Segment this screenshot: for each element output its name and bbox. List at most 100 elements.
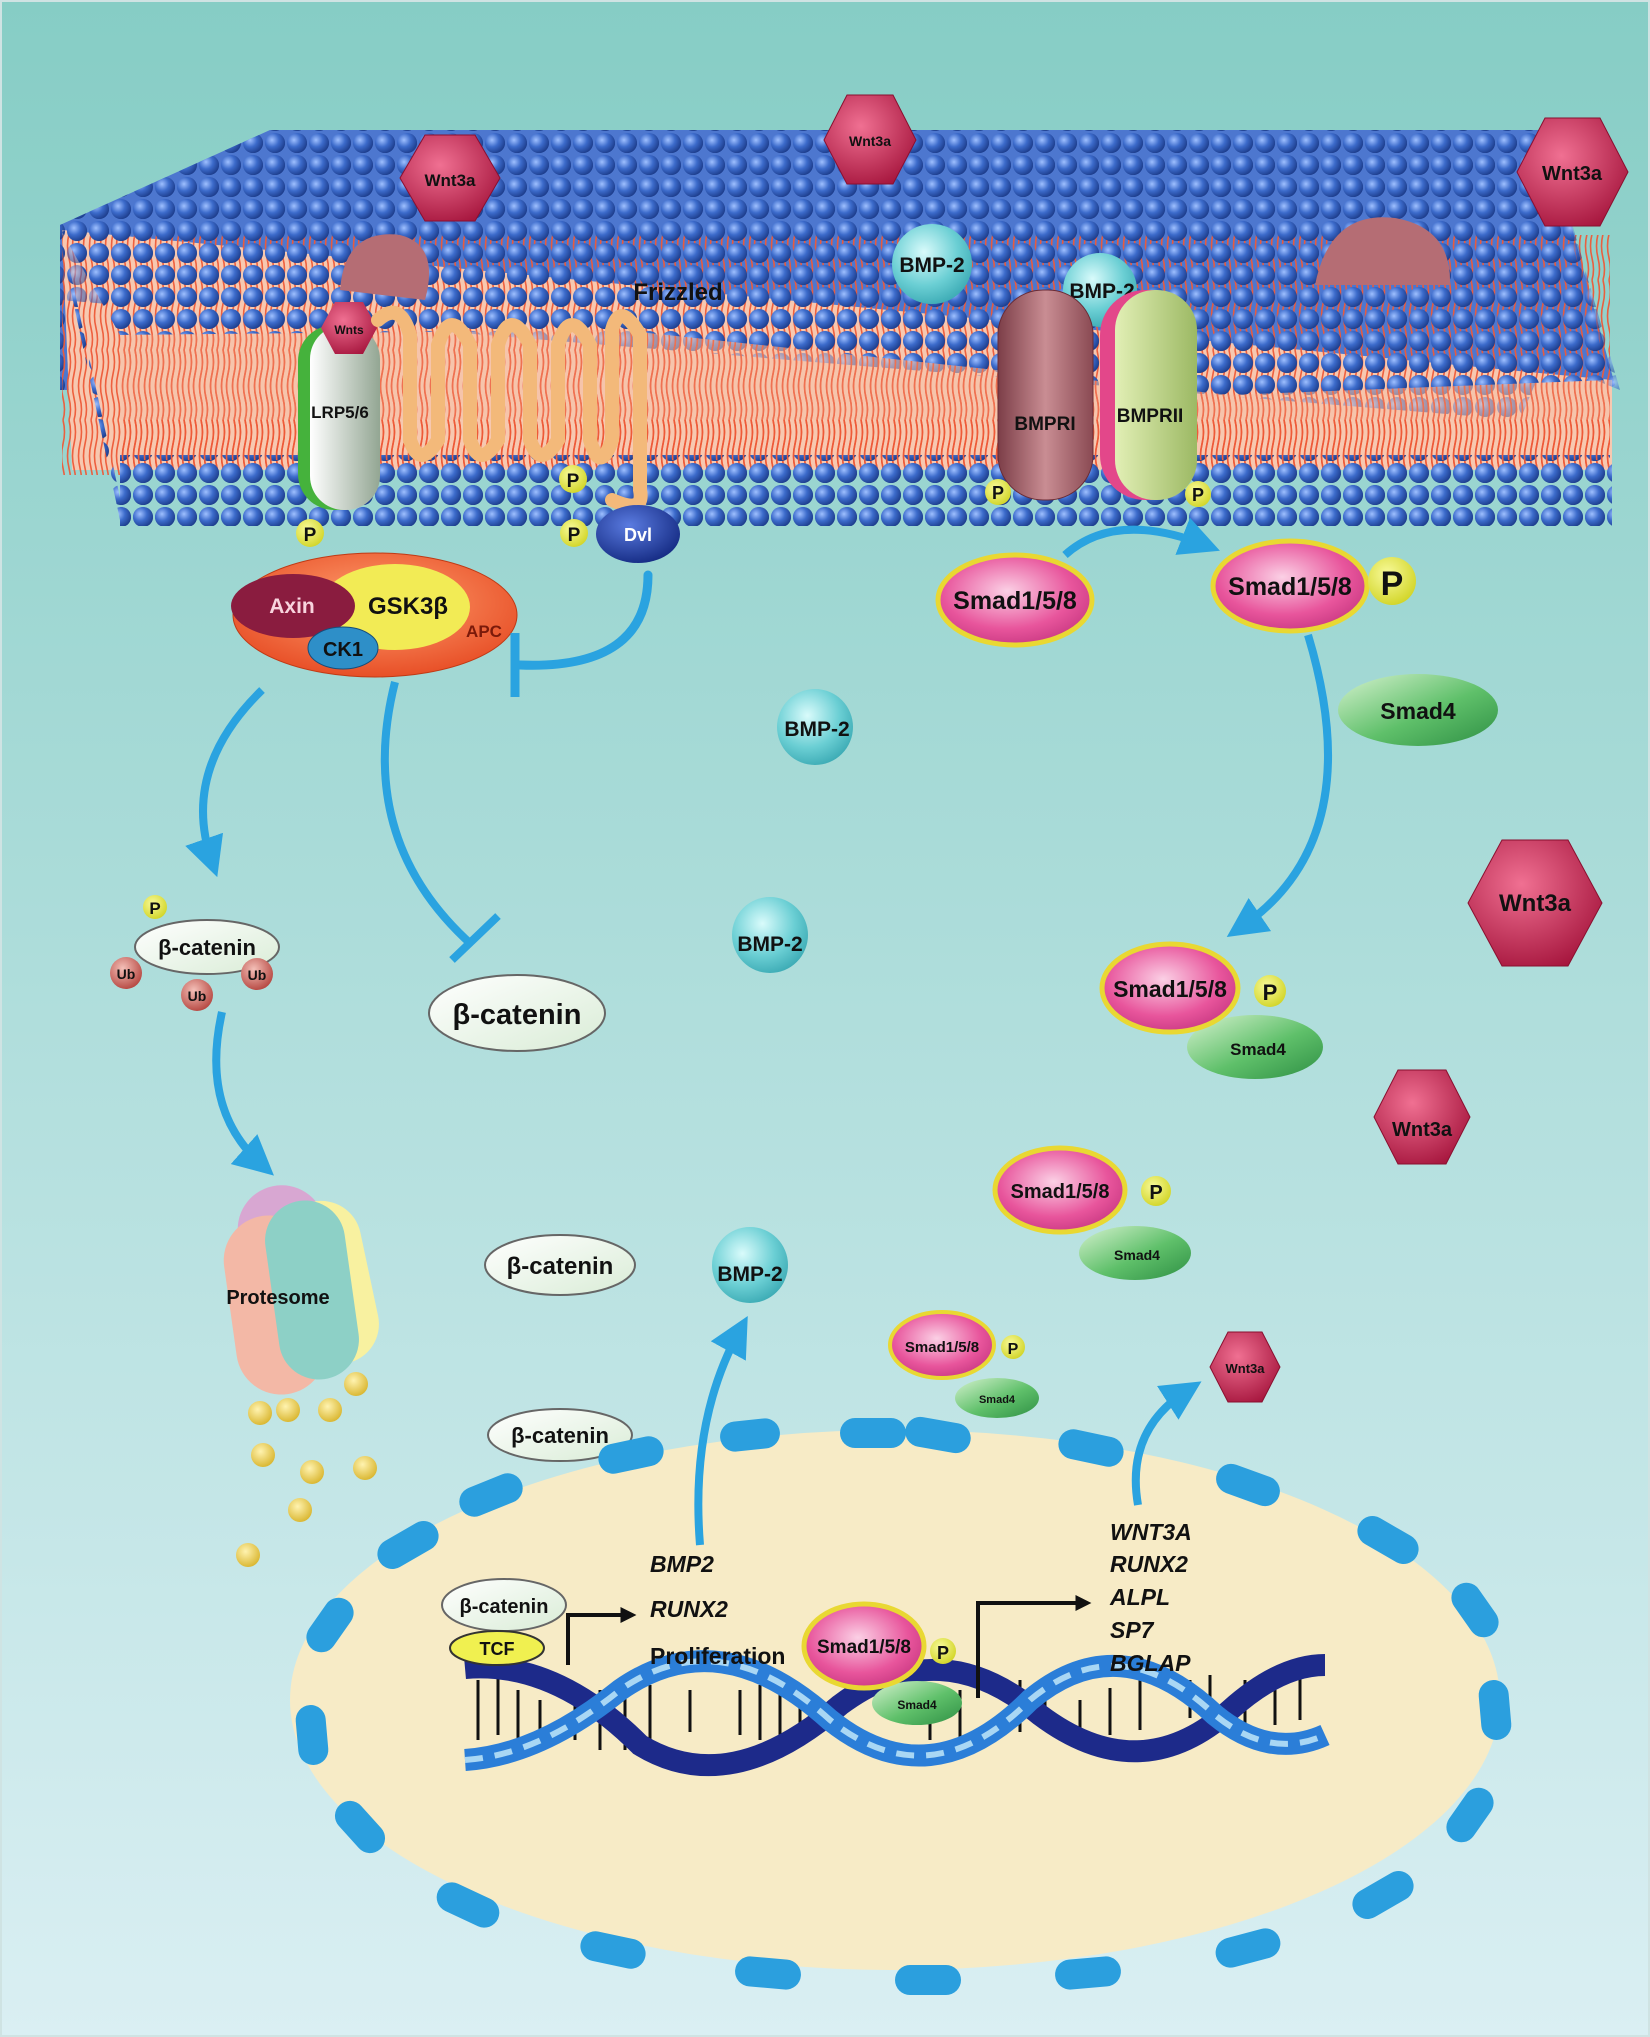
wnt3a-ligand: Wnt3a <box>1373 1069 1471 1165</box>
lrp5-6-receptor: LRP5/6 <box>298 325 380 510</box>
svg-text:BMP-2: BMP-2 <box>784 718 849 741</box>
svg-text:RUNX2: RUNX2 <box>1110 1551 1188 1577</box>
svg-text:Axin: Axin <box>269 595 315 618</box>
svg-text:LRP5/6: LRP5/6 <box>311 403 369 422</box>
svg-text:BMP-2: BMP-2 <box>717 1263 782 1286</box>
tcf: TCF <box>449 1630 545 1666</box>
frizzled-label: Frizzled <box>633 279 722 306</box>
wnt3a-ligand: Wnt3a <box>1516 117 1629 227</box>
beta-catenin: β-catenin <box>428 974 606 1052</box>
svg-text:Wnt3a: Wnt3a <box>1392 1119 1453 1141</box>
bmpr1-receptor: BMPRI <box>997 289 1094 501</box>
svg-text:Wnt3a: Wnt3a <box>849 133 891 149</box>
beta-catenin-nuclear: β-catenin <box>441 1578 567 1632</box>
bmp2-ligand: BMP-2 <box>732 897 808 973</box>
wnt3a-secretion-arrow <box>1131 1381 1202 1506</box>
bmpr2-receptor: BMPRII <box>1100 290 1197 500</box>
phosphorylated-beta-catenin: P β-catenin <box>134 895 280 975</box>
complex-inhibition-arrow <box>380 681 475 948</box>
svg-text:P: P <box>567 471 580 492</box>
smad4: Smad4 <box>1338 674 1498 746</box>
svg-text:P: P <box>1149 1182 1162 1204</box>
svg-text:BGLAP: BGLAP <box>1110 1650 1191 1676</box>
dvl-protein: Dvl <box>596 505 680 563</box>
svg-text:Smad4: Smad4 <box>897 1698 937 1712</box>
frizzled-receptor <box>371 305 648 513</box>
svg-text:TCF: TCF <box>480 1639 515 1659</box>
svg-text:P: P <box>992 483 1004 503</box>
nuclear-envelope <box>295 1416 1512 1995</box>
svg-text:WNT3A: WNT3A <box>1110 1519 1192 1545</box>
svg-text:BMPRII: BMPRII <box>1117 406 1184 427</box>
ubiquitin: Ub <box>181 979 213 1011</box>
proteasome: Protesome <box>223 1185 379 1395</box>
ubiquitin: Ub <box>241 958 273 990</box>
wnt3a-ligand: Wnt3a <box>399 134 501 222</box>
phospho-group: P <box>1185 481 1211 507</box>
cell-membrane <box>60 130 1620 526</box>
svg-text:β-catenin: β-catenin <box>507 1253 614 1280</box>
svg-text:Smad1/5/8: Smad1/5/8 <box>1113 976 1227 1002</box>
svg-text:P: P <box>149 899 160 918</box>
svg-text:ALPL: ALPL <box>1109 1584 1170 1610</box>
smad-translocation-arrow <box>1226 633 1333 937</box>
svg-text:APC: APC <box>466 622 502 641</box>
svg-text:Dvl: Dvl <box>624 525 652 545</box>
svg-text:Wnt3a: Wnt3a <box>1542 163 1603 185</box>
svg-text:Wnt3a: Wnt3a <box>425 171 477 190</box>
bmp2-ligand: BMP-2 <box>712 1227 788 1303</box>
beta-catenin: β-catenin <box>487 1408 633 1462</box>
wnts-ligand: Wnts <box>321 302 377 354</box>
svg-text:Smad4: Smad4 <box>1230 1040 1286 1059</box>
svg-text:SP7: SP7 <box>1110 1617 1155 1643</box>
wnt3a-ligand: Wnt3a <box>823 94 917 185</box>
phospho-group: P <box>560 519 588 547</box>
smad-complex: Smad4 Smad1/5/8 P <box>888 1310 1039 1418</box>
transcription-arrow <box>566 1607 637 1665</box>
wnt3a-ligand: Wnt3a <box>1467 839 1603 967</box>
smad-phosphorylation-arrow <box>1062 517 1220 559</box>
svg-text:Smad4: Smad4 <box>1380 698 1456 724</box>
svg-text:Ub: Ub <box>117 966 136 982</box>
svg-text:Smad1/5/8: Smad1/5/8 <box>1011 1181 1110 1203</box>
svg-text:Smad4: Smad4 <box>979 1394 1016 1406</box>
smad-complex: Smad4 Smad1/5/8 P <box>1099 941 1323 1079</box>
destruction-complex: GSK3β Axin CK1 APC <box>231 552 518 678</box>
svg-text:BMP-2: BMP-2 <box>899 254 964 277</box>
svg-text:Smad1/5/8: Smad1/5/8 <box>953 587 1077 615</box>
svg-text:Smad1/5/8: Smad1/5/8 <box>817 1637 911 1658</box>
svg-text:P: P <box>1263 980 1278 1005</box>
membrane-pore-right <box>1315 217 1451 285</box>
svg-text:BMPRI: BMPRI <box>1014 414 1075 435</box>
svg-text:BMP2: BMP2 <box>650 1551 714 1577</box>
beta-catenin: β-catenin <box>484 1234 636 1296</box>
bmp2-ligand: BMP-2 <box>777 689 853 765</box>
svg-text:β-catenin: β-catenin <box>158 935 256 960</box>
smad-complex-nuclear: Smad4 Smad1/5/8 P <box>801 1601 962 1725</box>
genes-right: WNT3A RUNX2 ALPL SP7 BGLAP <box>1109 1519 1192 1676</box>
inhibition-bar <box>449 913 501 963</box>
svg-text:Smad1/5/8: Smad1/5/8 <box>1228 573 1352 601</box>
svg-text:Smad1/5/8: Smad1/5/8 <box>905 1339 979 1356</box>
svg-text:P: P <box>1381 565 1404 603</box>
svg-text:BMP-2: BMP-2 <box>737 933 802 956</box>
membrane-pore-left <box>340 234 430 300</box>
phospho-smad158: Smad1/5/8 P <box>1210 538 1416 634</box>
phosphorylation-arrow <box>185 687 265 878</box>
svg-text:P: P <box>568 525 581 546</box>
smad158: Smad1/5/8 <box>935 552 1095 648</box>
genes-left: BMP2 RUNX2 Proliferation <box>650 1551 785 1669</box>
svg-text:P: P <box>1192 485 1204 505</box>
svg-text:GSK3β: GSK3β <box>368 593 448 620</box>
dvl-inhibition-arrow <box>515 570 653 670</box>
svg-text:P: P <box>937 1643 949 1663</box>
svg-text:P: P <box>1008 1341 1019 1358</box>
svg-text:β-catenin: β-catenin <box>511 1423 609 1448</box>
svg-text:CK1: CK1 <box>323 639 363 661</box>
phospho-group: P <box>296 519 324 547</box>
phospho-group: P <box>559 465 587 493</box>
ubiquitin: Ub <box>110 957 142 989</box>
degradation-fragments <box>236 1372 377 1567</box>
svg-text:BMP-2: BMP-2 <box>1069 280 1134 303</box>
